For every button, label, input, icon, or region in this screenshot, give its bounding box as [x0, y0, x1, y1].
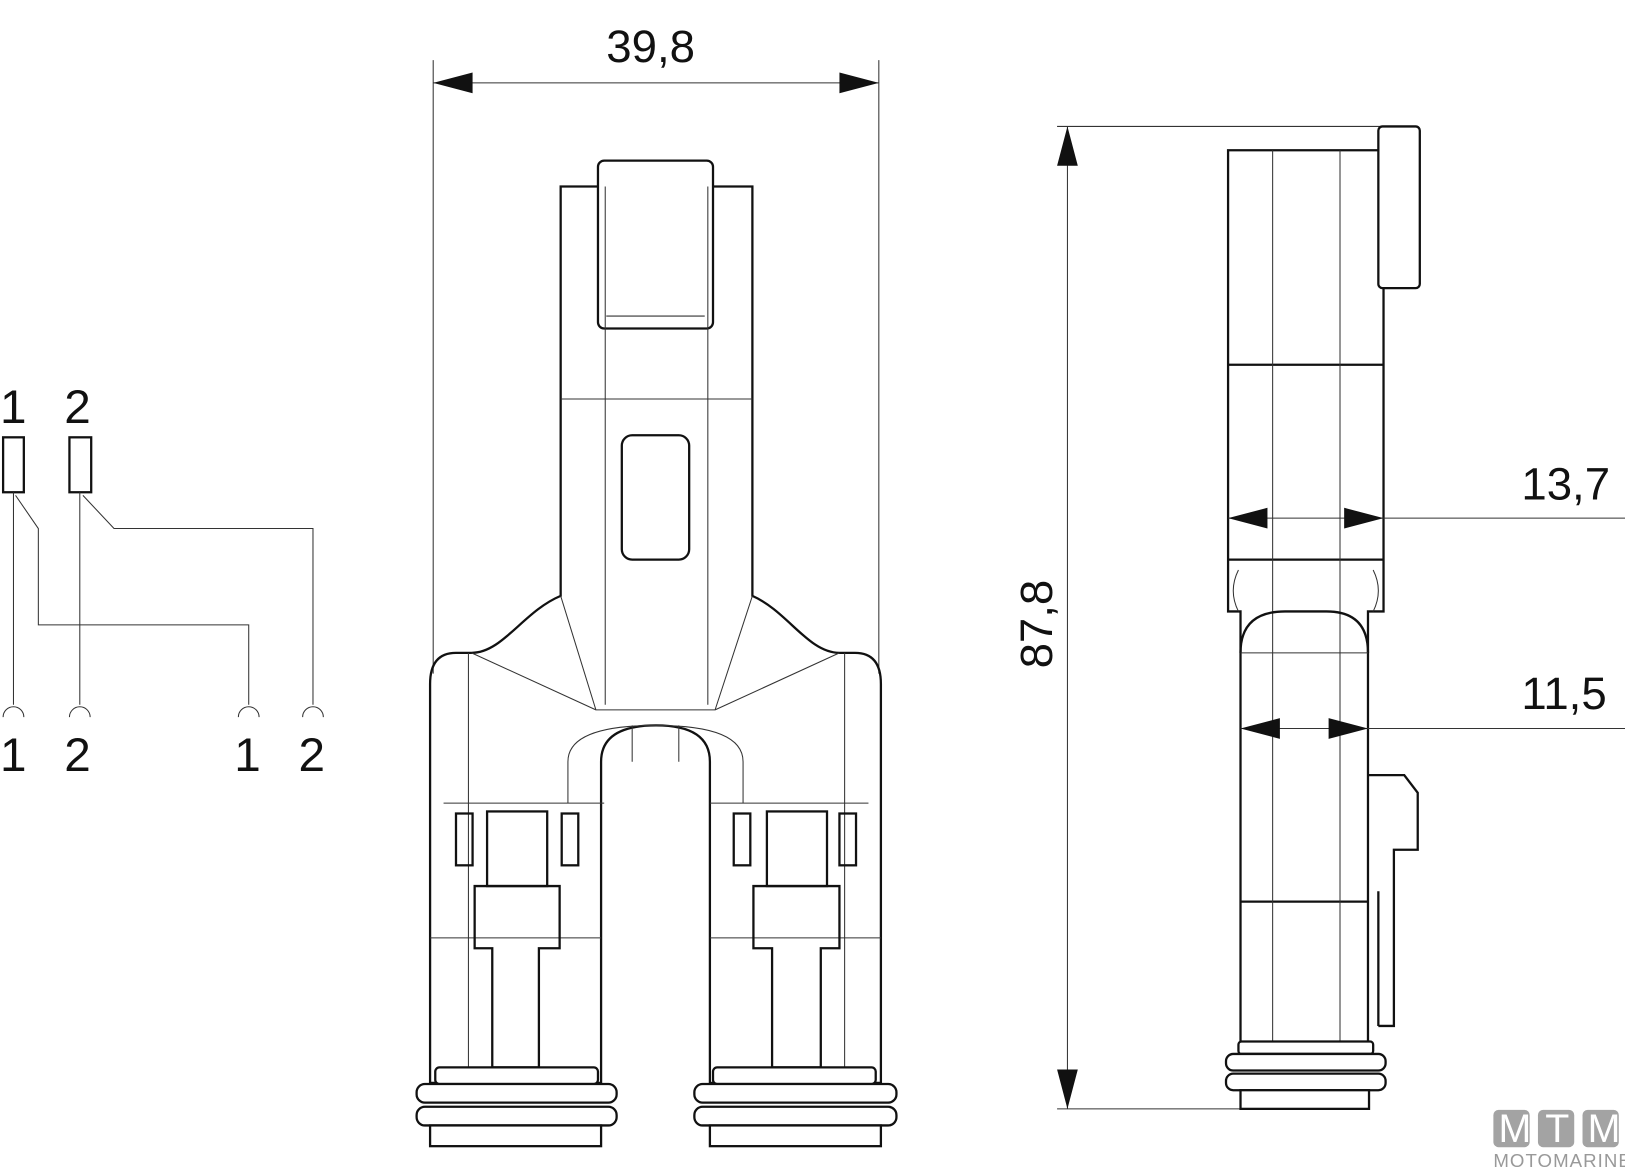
- height-dim: 87,8: [1011, 125, 1389, 1110]
- motomarine-logo: M T M MOTOMARINE: [1493, 1107, 1625, 1170]
- wires: [12, 492, 314, 705]
- bottom-pin-1b: 1: [234, 729, 261, 782]
- side-view: 13,7 11,5: [1224, 125, 1625, 1110]
- top-pin-2: 2: [64, 381, 91, 434]
- width-dimension: 39,8: [606, 21, 695, 72]
- svg-text:MOTOMARINE: MOTOMARINE: [1493, 1150, 1625, 1170]
- bottom-pin-1a: 1: [0, 729, 27, 782]
- bottom-pin-2a: 2: [64, 729, 91, 782]
- socket-symbols: [2, 706, 324, 718]
- pin-2-terminal: [68, 436, 93, 494]
- pin-1-terminal: [1, 436, 25, 494]
- wiring-schematic: 1 2 1 2 1 2: [0, 381, 325, 782]
- svg-text:M: M: [1499, 1107, 1532, 1151]
- front-view: 39,8: [415, 21, 898, 1148]
- depth-upper-dimension: 13,7: [1521, 459, 1610, 510]
- svg-text:M: M: [1588, 1107, 1621, 1151]
- height-dimension: 87,8: [1011, 580, 1062, 669]
- svg-text:T: T: [1545, 1107, 1569, 1151]
- depth-lower-dimension: 11,5: [1521, 668, 1606, 719]
- right-latch: [732, 810, 858, 1069]
- gaskets: [415, 1066, 898, 1148]
- top-pin-1: 1: [0, 381, 27, 434]
- bottom-pin-2b: 2: [298, 729, 325, 782]
- left-latch: [454, 810, 580, 1069]
